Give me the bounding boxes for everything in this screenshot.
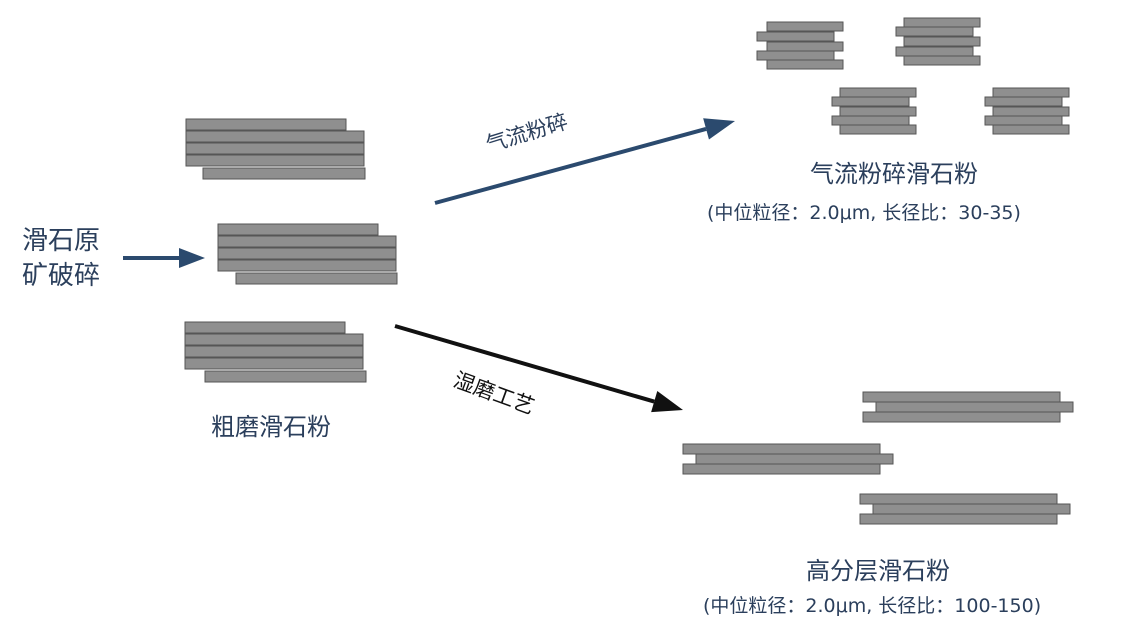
jet-stack-2-plate-4 (895, 46, 974, 57)
coarse-bottom-stack-plate-3 (184, 345, 364, 358)
jet-stack-4-plate-4 (984, 115, 1063, 126)
jet-stack-3-plate-4 (831, 115, 910, 126)
wet-milling-arrow-shaft (394, 324, 655, 404)
coarse-middle-stack-plate-2 (217, 235, 397, 248)
lamellar-stack-1-plate-1 (862, 391, 1061, 403)
coarse-top-stack-plate-4 (185, 154, 365, 167)
coarse-top-stack-plate-2 (185, 130, 365, 143)
lamellar-stack-2-plate-1 (682, 443, 881, 455)
coarse-bottom-stack-plate-1 (184, 321, 346, 334)
jet-stack-2-plate-5 (903, 55, 981, 66)
wet-milling-arrow (394, 324, 683, 413)
lamellar-stack-3-plate-1 (859, 493, 1058, 505)
jet-stack-4-plate-1 (992, 87, 1070, 98)
jet-milled-spec-label: (中位粒径：2.0μm, 长径比：30-35) (707, 202, 1021, 224)
jet-stack-3-plate-3 (839, 106, 917, 117)
raw-to-coarse-arrow-head (179, 248, 205, 268)
lamellar-stack-2-plate-3 (682, 463, 881, 475)
high-lamellar-powder-label: 高分层滑石粉 (806, 557, 950, 585)
jet-stack-2-plate-2 (895, 26, 974, 37)
lamellar-stack-1-plate-3 (862, 411, 1061, 423)
high-lamellar-spec-label: (中位粒径：2.0μm, 长径比：100-150) (703, 595, 1042, 617)
coarse-middle-stack-plate-4 (217, 259, 397, 272)
coarse-middle-stack-plate-1 (217, 223, 379, 236)
coarse-bottom-stack-plate-2 (184, 333, 364, 346)
lamellar-stack-3-plate-2 (872, 503, 1071, 515)
lamellar-stack-3-plate-3 (859, 513, 1058, 525)
coarse-top-stack-plate-5 (202, 167, 366, 180)
jet-stack-1-plate-3 (766, 41, 844, 52)
wet-milling-arrow-head (651, 391, 683, 413)
coarse-top-stack-plate-3 (185, 142, 365, 155)
lamellar-stack-1-plate-2 (875, 401, 1074, 413)
jet-stack-1-plate-2 (756, 31, 835, 42)
raw-to-coarse-arrow (123, 248, 205, 268)
coarse-top-stack-plate-1 (185, 118, 347, 131)
jet-stack-4-plate-3 (992, 106, 1070, 117)
jet-stack-1-plate-4 (756, 50, 835, 61)
jet-stack-2-plate-3 (903, 36, 981, 47)
jet-stack-4-plate-2 (984, 96, 1063, 107)
talc-plates (184, 17, 1074, 525)
process-arrows (123, 118, 735, 413)
lamellar-stack-2-plate-2 (695, 453, 894, 465)
jet-stack-1-plate-5 (766, 59, 844, 70)
jet-milling-arrow-shaft (434, 126, 707, 205)
jet-milling-arrow (434, 118, 735, 205)
jet-stack-1-plate-1 (766, 21, 844, 32)
jet-stack-4-plate-5 (992, 124, 1070, 135)
coarse-middle-stack-plate-5 (235, 272, 398, 285)
jet-stack-3-plate-2 (831, 96, 910, 107)
raw-ore-label-line-2: 矿破碎 (22, 261, 101, 291)
jet-stack-3-plate-1 (839, 87, 917, 98)
jet-stack-3-plate-5 (839, 124, 917, 135)
coarse-bottom-stack-plate-5 (204, 370, 367, 383)
coarse-bottom-stack-plate-4 (184, 357, 364, 370)
coarse-middle-stack-plate-3 (217, 247, 397, 260)
coarse-powder-label: 粗磨滑石粉 (211, 413, 331, 441)
jet-stack-2-plate-1 (903, 17, 981, 28)
raw-ore-label: 滑石原 矿破碎 (22, 224, 100, 294)
jet-milled-powder-label: 气流粉碎滑石粉 (810, 160, 978, 188)
raw-ore-label-line-1: 滑石原 (22, 226, 101, 256)
jet-milling-arrow-head (703, 118, 735, 140)
